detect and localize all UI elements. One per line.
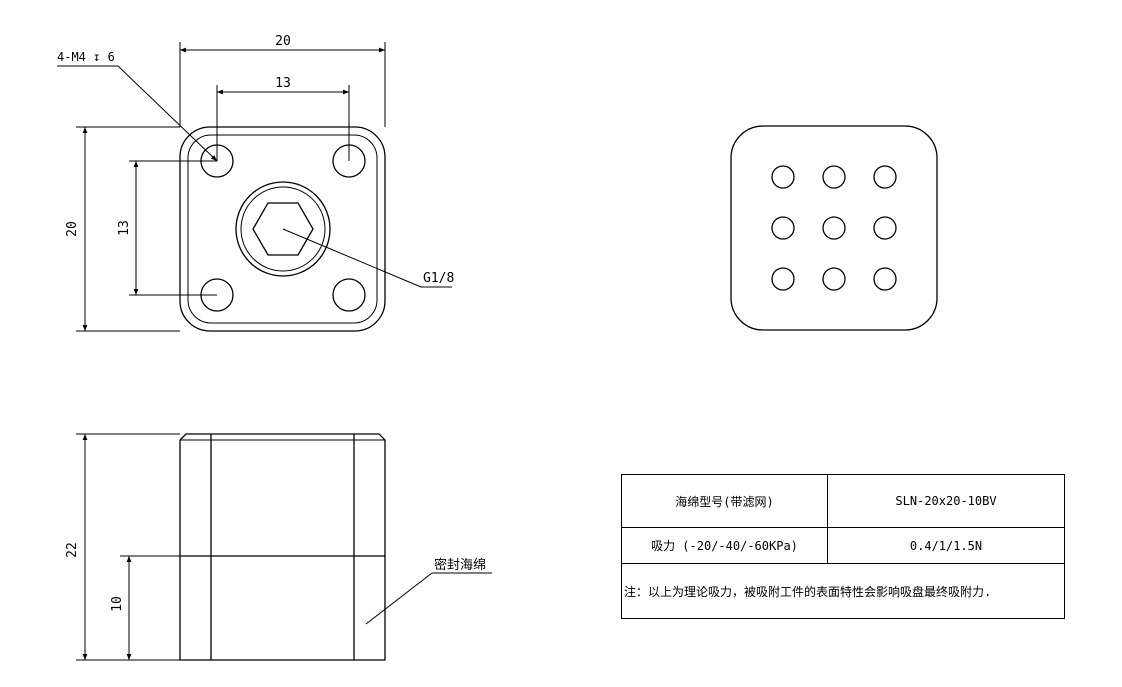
table-row: 海绵型号(带滤网) SLN-20x20-10BV xyxy=(621,474,1065,528)
suction-hole xyxy=(822,216,846,240)
dimension-hole-spacing-h: 13 xyxy=(275,76,291,91)
leader-line-sponge xyxy=(365,572,433,625)
table-row: 注：以上为理论吸力，被吸附工件的表面特性会影响吸盘最终吸附力. xyxy=(621,563,1065,619)
mount-hole-br xyxy=(332,278,366,312)
depth-symbol-icon: ↧ xyxy=(93,50,100,64)
hole-callout-size: 4-M4 xyxy=(57,50,86,64)
block-outline-outer xyxy=(179,126,386,332)
port-inner-circle xyxy=(240,186,326,272)
model-label: 海绵型号(带滤网) xyxy=(621,474,828,528)
port-outer-circle xyxy=(235,181,331,277)
table-row: 吸力 (-20/-40/-60KPa) 0.4/1/1.5N xyxy=(621,527,1065,564)
suction-hole xyxy=(771,165,795,189)
bottom-outline xyxy=(730,125,938,331)
top-view: 20 13 20 13 4-M4 ↧ 6 G1/8 xyxy=(57,34,454,332)
dimension-hole-spacing-v: 13 xyxy=(117,220,132,236)
suction-hole xyxy=(822,165,846,189)
suction-hole xyxy=(771,216,795,240)
hole-grid xyxy=(771,165,897,291)
leader-line-port xyxy=(282,228,422,288)
suction-hole xyxy=(822,267,846,291)
block-outline-inner xyxy=(187,134,378,324)
suction-value: 0.4/1/1.5N xyxy=(827,527,1065,564)
spec-table: 海绵型号(带滤网) SLN-20x20-10BV 吸力 (-20/-40/-60… xyxy=(621,474,1065,619)
suction-hole xyxy=(873,165,897,189)
leader-line-hole xyxy=(117,65,218,162)
port-hexagon xyxy=(252,202,314,256)
dimension-total-height: 22 xyxy=(65,542,80,558)
suction-label: 吸力 (-20/-40/-60KPa) xyxy=(621,527,828,564)
hole-callout: 4-M4 ↧ 6 xyxy=(57,50,115,64)
suction-hole xyxy=(873,216,897,240)
suction-hole xyxy=(771,267,795,291)
side-view: 22 10 密封海绵 xyxy=(65,433,492,661)
bottom-view xyxy=(730,125,938,331)
model-value: SLN-20x20-10BV xyxy=(827,474,1065,528)
suction-hole xyxy=(873,267,897,291)
sponge-label: 密封海绵 xyxy=(434,557,486,573)
port-label: G1/8 xyxy=(423,271,454,286)
table-note: 注：以上为理论吸力，被吸附工件的表面特性会影响吸盘最终吸附力. xyxy=(621,563,1065,619)
dimension-width: 20 xyxy=(275,34,291,49)
dimension-height: 20 xyxy=(65,221,80,237)
dimension-sponge-height: 10 xyxy=(110,596,125,612)
hole-callout-depth: 6 xyxy=(108,50,115,64)
